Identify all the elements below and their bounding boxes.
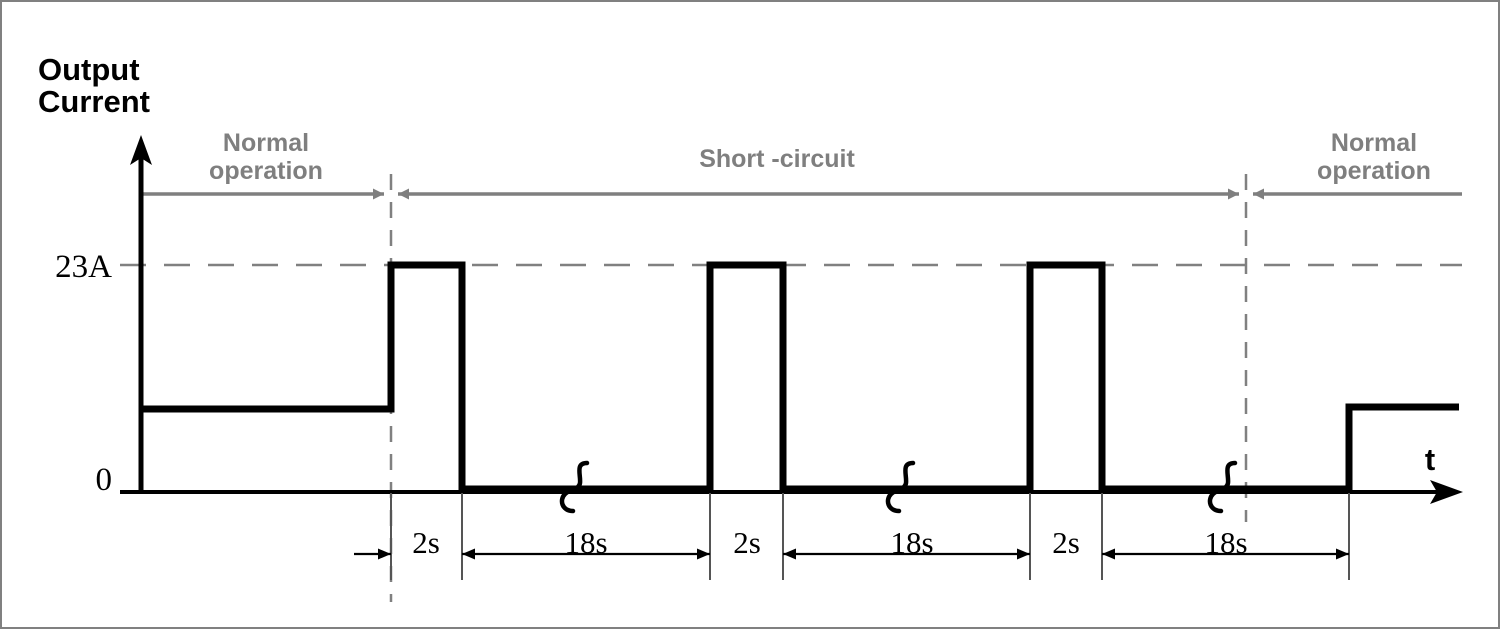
break-symbol-icon-3 [1207, 460, 1238, 514]
output-current-waveform [141, 261, 1459, 493]
dim-label-gap-1: 18s [564, 525, 607, 560]
dim-label-gap-3: 18s [1204, 525, 1247, 560]
dim-label-pulse-2: 2s [733, 525, 761, 560]
break-symbol-group [559, 460, 1238, 514]
dim-label-pulse-3: 2s [1052, 525, 1080, 560]
phase-label-normal-right-line2: operation [1317, 157, 1431, 185]
break-symbol-icon-1 [559, 460, 590, 514]
dim-label-gap-2: 18s [890, 525, 933, 560]
y-axis-arrowhead [130, 135, 152, 165]
phase-label-short-circuit: Short -circuit [699, 145, 855, 173]
t-axis-label: t [1425, 442, 1435, 477]
phase-label-normal-right-line1: Normal [1331, 129, 1417, 157]
y-axis-title-line1: Output [38, 52, 140, 87]
dim-label-pulse-1: 2s [412, 525, 440, 560]
break-symbol-icon-2 [885, 460, 916, 514]
phase-label-normal-left-line1: Normal [223, 129, 309, 157]
x-axis-arrowhead [1430, 480, 1463, 504]
dimension-extension-ticks [390, 493, 1350, 580]
y-axis-title-line2: Current [38, 84, 150, 119]
y-tick-label-23a: 23A [55, 249, 112, 285]
phase-label-normal-left-line2: operation [209, 157, 323, 185]
y-tick-label-zero: 0 [96, 462, 113, 498]
